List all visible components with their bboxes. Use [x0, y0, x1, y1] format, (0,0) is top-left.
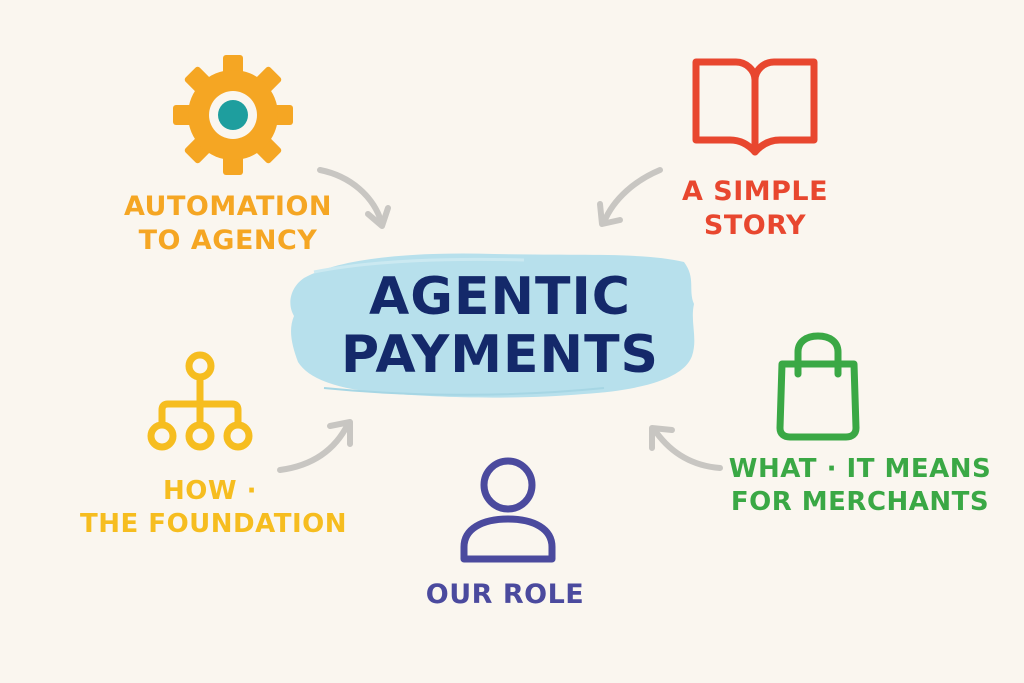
how-label: HOW · THE FOUNDATION	[80, 476, 347, 539]
automation-label: AUTOMATION TO AGENCY	[123, 191, 333, 256]
arrow-automation-to-center	[317, 167, 391, 229]
arrow-story-to-center	[597, 167, 663, 227]
gear-icon	[173, 55, 293, 175]
role-label: OUR ROLE	[425, 579, 585, 610]
shopping-bag-icon	[776, 332, 860, 441]
arrow-merchants-to-center	[649, 425, 723, 471]
center-title-line1: AGENTIC	[369, 267, 631, 327]
hierarchy-icon	[147, 351, 253, 451]
story-label: A SIMPLE STORY	[681, 176, 829, 241]
open-book-icon	[692, 58, 818, 156]
center-title: AGENTIC PAYMENTS	[290, 267, 710, 386]
merchants-label: WHAT · IT MEANS FOR MERCHANTS	[728, 454, 992, 517]
user-icon	[460, 457, 556, 563]
arrow-how-to-center	[277, 419, 353, 473]
brush-blob-background	[290, 253, 695, 398]
center-title-line2: PAYMENTS	[341, 325, 659, 386]
